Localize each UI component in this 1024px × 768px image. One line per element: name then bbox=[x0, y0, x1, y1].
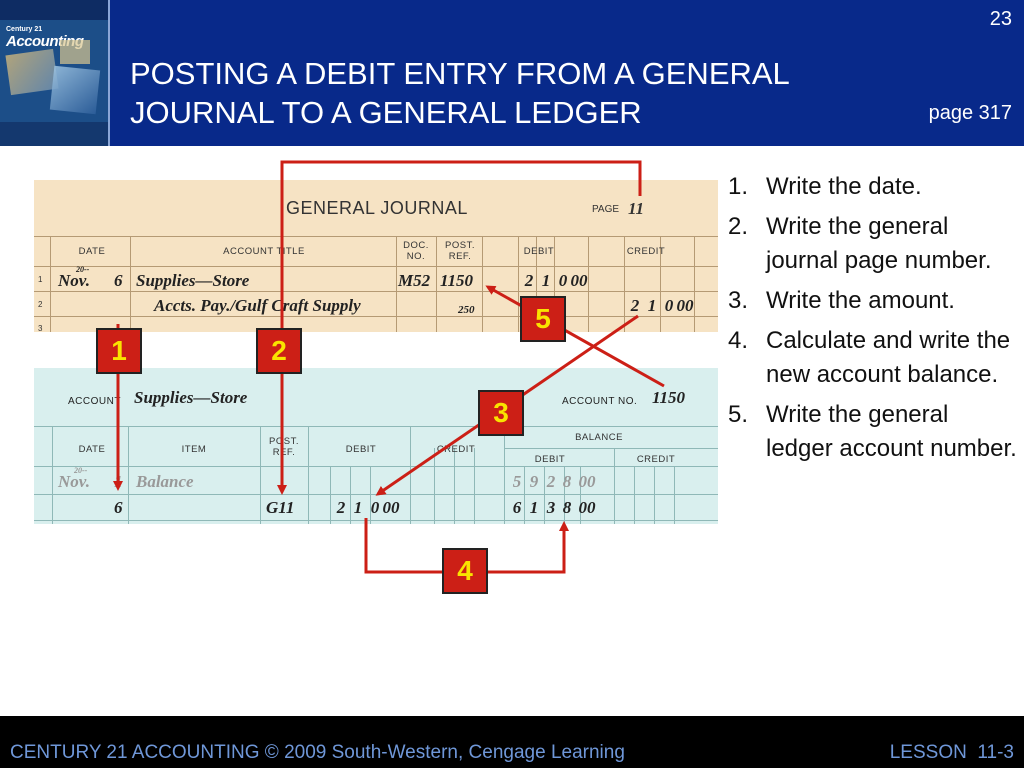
step-badge-5: 5 bbox=[520, 296, 566, 342]
step-text: Write the date. bbox=[766, 170, 1018, 204]
journal-credit-cents: 00 bbox=[674, 296, 696, 316]
ledger-item: Balance bbox=[136, 472, 194, 492]
ledger-day: 6 bbox=[114, 498, 123, 518]
journal-page-label: PAGE bbox=[592, 204, 619, 215]
ledger-debit-digit: 1 bbox=[351, 498, 365, 518]
ledger-col-debit: DEBIT bbox=[326, 444, 396, 455]
journal-row-number: 3 bbox=[38, 324, 42, 332]
ledger-month: Nov. bbox=[58, 472, 90, 492]
ledger-debit-cents: 00 bbox=[380, 498, 402, 518]
ledger-col-date: DATE bbox=[70, 444, 114, 455]
journal-col-account-title: ACCOUNT TITLE bbox=[184, 246, 344, 257]
journal-account-title: Accts. Pay./Gulf Craft Supply bbox=[154, 296, 361, 316]
ledger-account-label: ACCOUNT bbox=[68, 396, 121, 407]
ledger-col-balance-debit: DEBIT bbox=[520, 454, 580, 465]
step-number: 3. bbox=[728, 284, 766, 318]
step-item: 1. Write the date. bbox=[728, 170, 1018, 204]
journal-debit-cents: 00 bbox=[568, 271, 590, 291]
step-text: Write the amount. bbox=[766, 284, 1018, 318]
general-ledger-form: ACCOUNT Supplies—Store ACCOUNT NO. 1150 … bbox=[34, 368, 718, 524]
journal-doc-no: M52 bbox=[398, 271, 430, 291]
slide-title-line1: POSTING A DEBIT ENTRY FROM A GENERAL bbox=[130, 54, 890, 93]
step-badge-1: 1 bbox=[96, 328, 142, 374]
ledger-col-item: ITEM bbox=[164, 444, 224, 455]
journal-account-title: Supplies—Store bbox=[136, 271, 249, 291]
ledger-account-no: 1150 bbox=[652, 388, 685, 408]
slide-title: POSTING A DEBIT ENTRY FROM A GENERAL JOU… bbox=[130, 54, 890, 132]
journal-day: 6 bbox=[114, 271, 123, 291]
slide-title-line2: JOURNAL TO A GENERAL LEDGER bbox=[130, 93, 890, 132]
journal-credit-digit: 1 bbox=[645, 296, 659, 316]
slide-footer: CENTURY 21 ACCOUNTING © 2009 South-Weste… bbox=[0, 716, 1024, 768]
journal-title: GENERAL JOURNAL bbox=[286, 198, 468, 219]
journal-credit-digit: 2 bbox=[628, 296, 642, 316]
step-number: 1. bbox=[728, 170, 766, 204]
ledger-balance-digit: 1 bbox=[527, 498, 541, 518]
ledger-col-balance: BALANCE bbox=[534, 432, 664, 443]
ledger-balance-digit: 8 bbox=[560, 498, 574, 518]
ledger-balance-digit: 3 bbox=[544, 498, 558, 518]
journal-post-ref: 1150 bbox=[440, 271, 473, 291]
step-number: 2. bbox=[728, 210, 766, 278]
ledger-balance-digit: 2 bbox=[544, 472, 558, 492]
step-item: 4. Calculate and write the new account b… bbox=[728, 324, 1018, 392]
journal-col-doc-no: DOC. NO. bbox=[396, 240, 436, 262]
ledger-account-name: Supplies—Store bbox=[134, 388, 247, 408]
slide-number: 23 bbox=[990, 8, 1012, 31]
journal-col-post-ref: POST. REF. bbox=[438, 240, 482, 262]
ledger-balance-digit: 5 bbox=[510, 472, 524, 492]
journal-col-date: DATE bbox=[70, 246, 114, 257]
step-text: Write the general journal page number. bbox=[766, 210, 1018, 278]
ledger-day: 1 bbox=[114, 472, 123, 492]
step-item: 2. Write the general journal page number… bbox=[728, 210, 1018, 278]
journal-debit-digit: 1 bbox=[539, 271, 553, 291]
journal-post-ref: 250 bbox=[458, 304, 475, 316]
journal-debit-digit: 2 bbox=[522, 271, 536, 291]
ledger-balance-digit: 8 bbox=[560, 472, 574, 492]
step-item: 5. Write the general ledger account numb… bbox=[728, 398, 1018, 466]
step-text: Write the general ledger account number. bbox=[766, 398, 1018, 466]
ledger-col-balance-credit: CREDIT bbox=[624, 454, 688, 465]
footer-lesson: LESSON 11-3 bbox=[890, 742, 1014, 764]
journal-col-debit: DEBIT bbox=[504, 246, 574, 257]
general-journal-form: GENERAL JOURNAL PAGE 11 DATE ACCOUNT TIT… bbox=[34, 180, 718, 332]
page-reference: page 317 bbox=[929, 102, 1012, 125]
footer-copyright: CENTURY 21 ACCOUNTING © 2009 South-Weste… bbox=[10, 742, 625, 764]
ledger-debit-digit: 2 bbox=[334, 498, 348, 518]
step-item: 3. Write the amount. bbox=[728, 284, 1018, 318]
step-text: Calculate and write the new account bala… bbox=[766, 324, 1018, 392]
step-badge-2: 2 bbox=[256, 328, 302, 374]
ledger-col-credit: CREDIT bbox=[424, 444, 488, 455]
ledger-balance-digit: 6 bbox=[510, 498, 524, 518]
ledger-col-post-ref: POST. REF. bbox=[260, 436, 308, 458]
ledger-post-ref: G11 bbox=[266, 498, 294, 518]
ledger-balance-cents: 00 bbox=[576, 472, 598, 492]
journal-row-number: 2 bbox=[38, 300, 42, 309]
step-badge-4: 4 bbox=[442, 548, 488, 594]
journal-col-credit: CREDIT bbox=[614, 246, 678, 257]
journal-row-number: 1 bbox=[38, 275, 42, 284]
ledger-account-no-label: ACCOUNT NO. bbox=[562, 396, 637, 407]
journal-page-number: 11 bbox=[628, 199, 644, 219]
step-number: 4. bbox=[728, 324, 766, 392]
steps-list: 1. Write the date. 2. Write the general … bbox=[728, 170, 1018, 472]
step-badge-3: 3 bbox=[478, 390, 524, 436]
ledger-balance-digit: 9 bbox=[527, 472, 541, 492]
step-number: 5. bbox=[728, 398, 766, 466]
ledger-balance-cents: 00 bbox=[576, 498, 598, 518]
journal-month: Nov. bbox=[58, 271, 90, 291]
